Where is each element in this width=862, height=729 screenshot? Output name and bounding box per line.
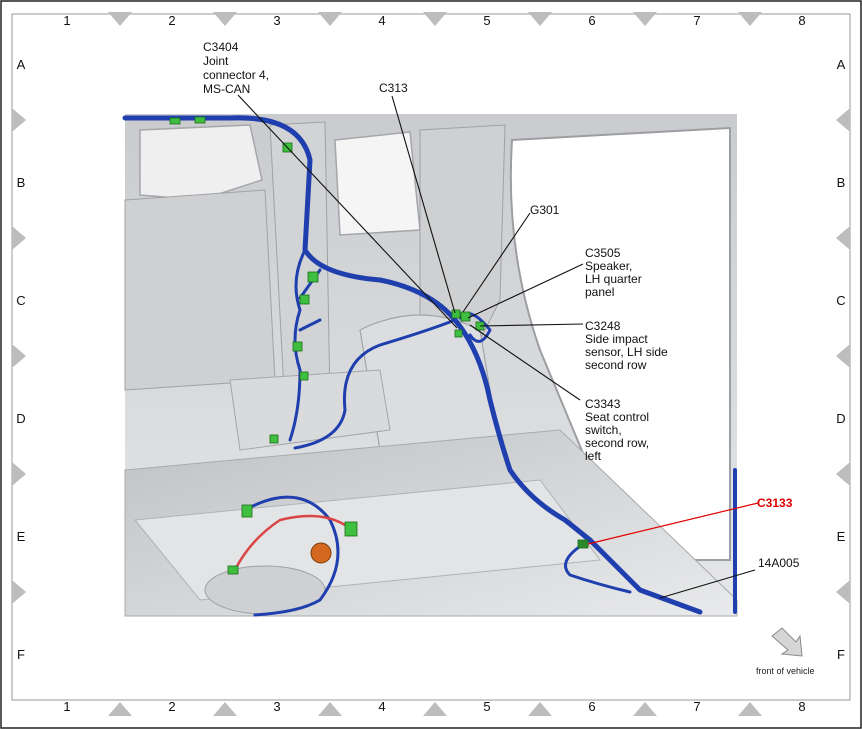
row-label-e: E — [837, 529, 846, 544]
c3133-leader-line — [587, 502, 759, 545]
row-label-f: F — [17, 647, 25, 662]
wiring-harness — [122, 115, 737, 617]
col-label-6: 6 — [588, 699, 595, 714]
callout-c3505: C3505 Speaker, LH quarter panel — [585, 246, 642, 299]
c3133-label: C3133 — [757, 496, 793, 510]
row-label-c: C — [16, 293, 25, 308]
col-label-8: 8 — [798, 13, 805, 28]
front-of-vehicle-label: front of vehicle — [756, 666, 815, 676]
col-label-3: 3 — [273, 13, 280, 28]
harness-grommet — [310, 542, 332, 564]
col-label-1: 1 — [63, 13, 70, 28]
red-harness-segment — [233, 514, 346, 571]
c3248-line-2: Side impact — [585, 332, 648, 346]
row-label-a: A — [17, 57, 26, 72]
front-of-vehicle-indicator: front of vehicle — [756, 627, 815, 676]
col-label-3: 3 — [273, 699, 280, 714]
callout-c3248: C3248 Side impact sensor, LH side second… — [585, 319, 668, 372]
col-label-7: 7 — [693, 699, 700, 714]
callout-c3404: C3404 Joint connector 4, MS-CAN — [203, 40, 269, 96]
col-label-2: 2 — [168, 13, 175, 28]
col-label-1: 1 — [63, 699, 70, 714]
c3404-line-1: C3404 — [203, 40, 239, 54]
grid-markers — [12, 12, 850, 716]
grid-row-labels-left: A B C D E F — [16, 57, 25, 662]
grid-column-labels-bottom: 1 2 3 4 5 6 7 8 — [63, 699, 805, 714]
c3343-line-2: Seat control — [585, 410, 649, 424]
col-label-5: 5 — [483, 699, 490, 714]
c3404-line-4: MS-CAN — [203, 82, 250, 96]
col-label-4: 4 — [378, 13, 385, 28]
c3248-line-3: sensor, LH side — [585, 345, 668, 359]
callout-c313: C313 — [379, 81, 408, 95]
row-label-b: B — [837, 175, 846, 190]
grid-row-labels-right: A B C D E F — [836, 57, 845, 662]
callout-g301: G301 — [530, 203, 560, 217]
c3505-line-1: C3505 — [585, 246, 621, 260]
grid-column-labels-top: 1 2 3 4 5 6 7 8 — [63, 13, 805, 28]
g301-line-1: G301 — [530, 203, 560, 217]
col-label-8: 8 — [798, 699, 805, 714]
callout-c3343: C3343 Seat control switch, second row, l… — [585, 397, 649, 463]
c3404-line-2: Joint — [203, 54, 229, 68]
c3248-line-1: C3248 — [585, 319, 621, 333]
c3343-line-4: second row, — [585, 436, 649, 450]
row-label-d: D — [836, 411, 845, 426]
arrow-down-right-icon — [771, 627, 803, 657]
col-label-4: 4 — [378, 699, 385, 714]
col-label-6: 6 — [588, 13, 595, 28]
c3505-line-2: Speaker, — [585, 259, 632, 273]
row-label-d: D — [16, 411, 25, 426]
col-label-5: 5 — [483, 13, 490, 28]
c3248-line-4: second row — [585, 358, 647, 372]
c3343-line-3: switch, — [585, 423, 622, 437]
row-label-e: E — [17, 529, 26, 544]
callout-14a005: 14A005 — [758, 556, 800, 570]
c3404-line-3: connector 4, — [203, 68, 269, 82]
c3505-line-4: panel — [585, 285, 614, 299]
c3343-line-5: left — [585, 449, 602, 463]
col-label-2: 2 — [168, 699, 175, 714]
row-label-b: B — [17, 175, 26, 190]
callout-c3133: C3133 — [757, 496, 793, 510]
c3505-line-3: LH quarter — [585, 272, 642, 286]
col-label-7: 7 — [693, 13, 700, 28]
c3343-line-1: C3343 — [585, 397, 621, 411]
c313-line-1: C313 — [379, 81, 408, 95]
row-label-c: C — [836, 293, 845, 308]
callout-leaders — [237, 94, 759, 599]
harness-14a005-label: 14A005 — [758, 556, 800, 570]
row-label-f: F — [837, 647, 845, 662]
row-label-a: A — [837, 57, 846, 72]
